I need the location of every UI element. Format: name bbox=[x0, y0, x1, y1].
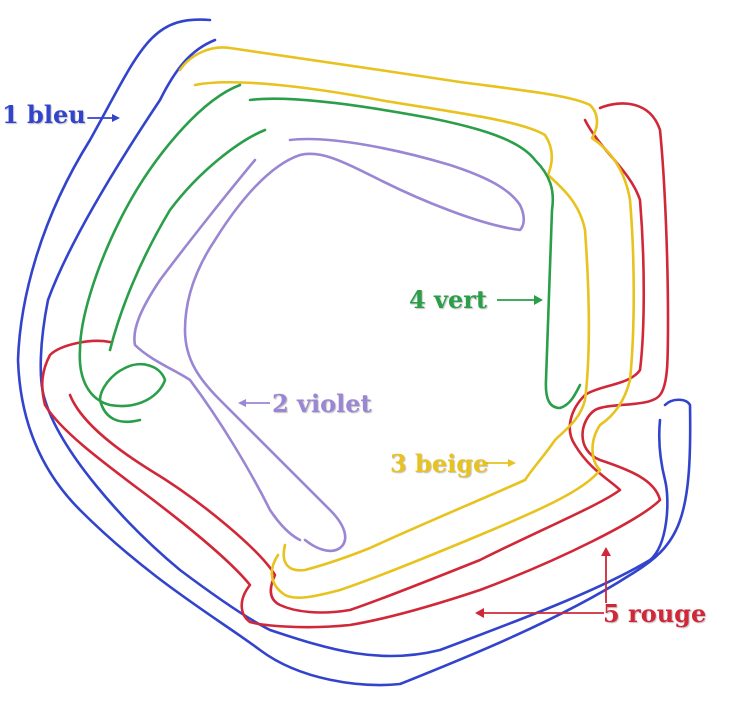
strand-bleu bbox=[16, 18, 692, 687]
vert-right-loop bbox=[248, 97, 582, 410]
strand-vert bbox=[78, 83, 582, 424]
strand-rouge bbox=[40, 102, 670, 629]
arrow-bleu bbox=[87, 114, 120, 122]
arrow-rouge-left bbox=[475, 608, 604, 618]
label-beige: 3 beige bbox=[390, 449, 489, 478]
label-violet: 2 violet bbox=[272, 389, 372, 418]
arrow-violet bbox=[238, 399, 270, 407]
arrow-rouge-up bbox=[601, 547, 611, 603]
bleu-inner-loop bbox=[39, 38, 669, 658]
strand-violet bbox=[133, 137, 526, 553]
arrow-vert bbox=[497, 295, 543, 305]
violet-loop bbox=[183, 137, 526, 553]
strand-beige bbox=[178, 46, 636, 600]
rouge-outer-loop bbox=[40, 102, 670, 629]
label-bleu: 1 bleu bbox=[2, 100, 86, 129]
arrow-beige bbox=[484, 459, 516, 467]
label-vert: 4 vert bbox=[409, 285, 487, 314]
vert-inner-loop bbox=[108, 128, 267, 352]
vert-outer-loop bbox=[78, 83, 242, 424]
label-rouge: 5 rouge bbox=[603, 599, 707, 628]
rouge-inner-loop bbox=[68, 118, 646, 614]
bleu-outer-loop bbox=[16, 18, 692, 687]
beige-outer-loop bbox=[178, 46, 636, 600]
violet-left-loop bbox=[133, 158, 302, 542]
beige-inner-loop bbox=[193, 80, 591, 572]
